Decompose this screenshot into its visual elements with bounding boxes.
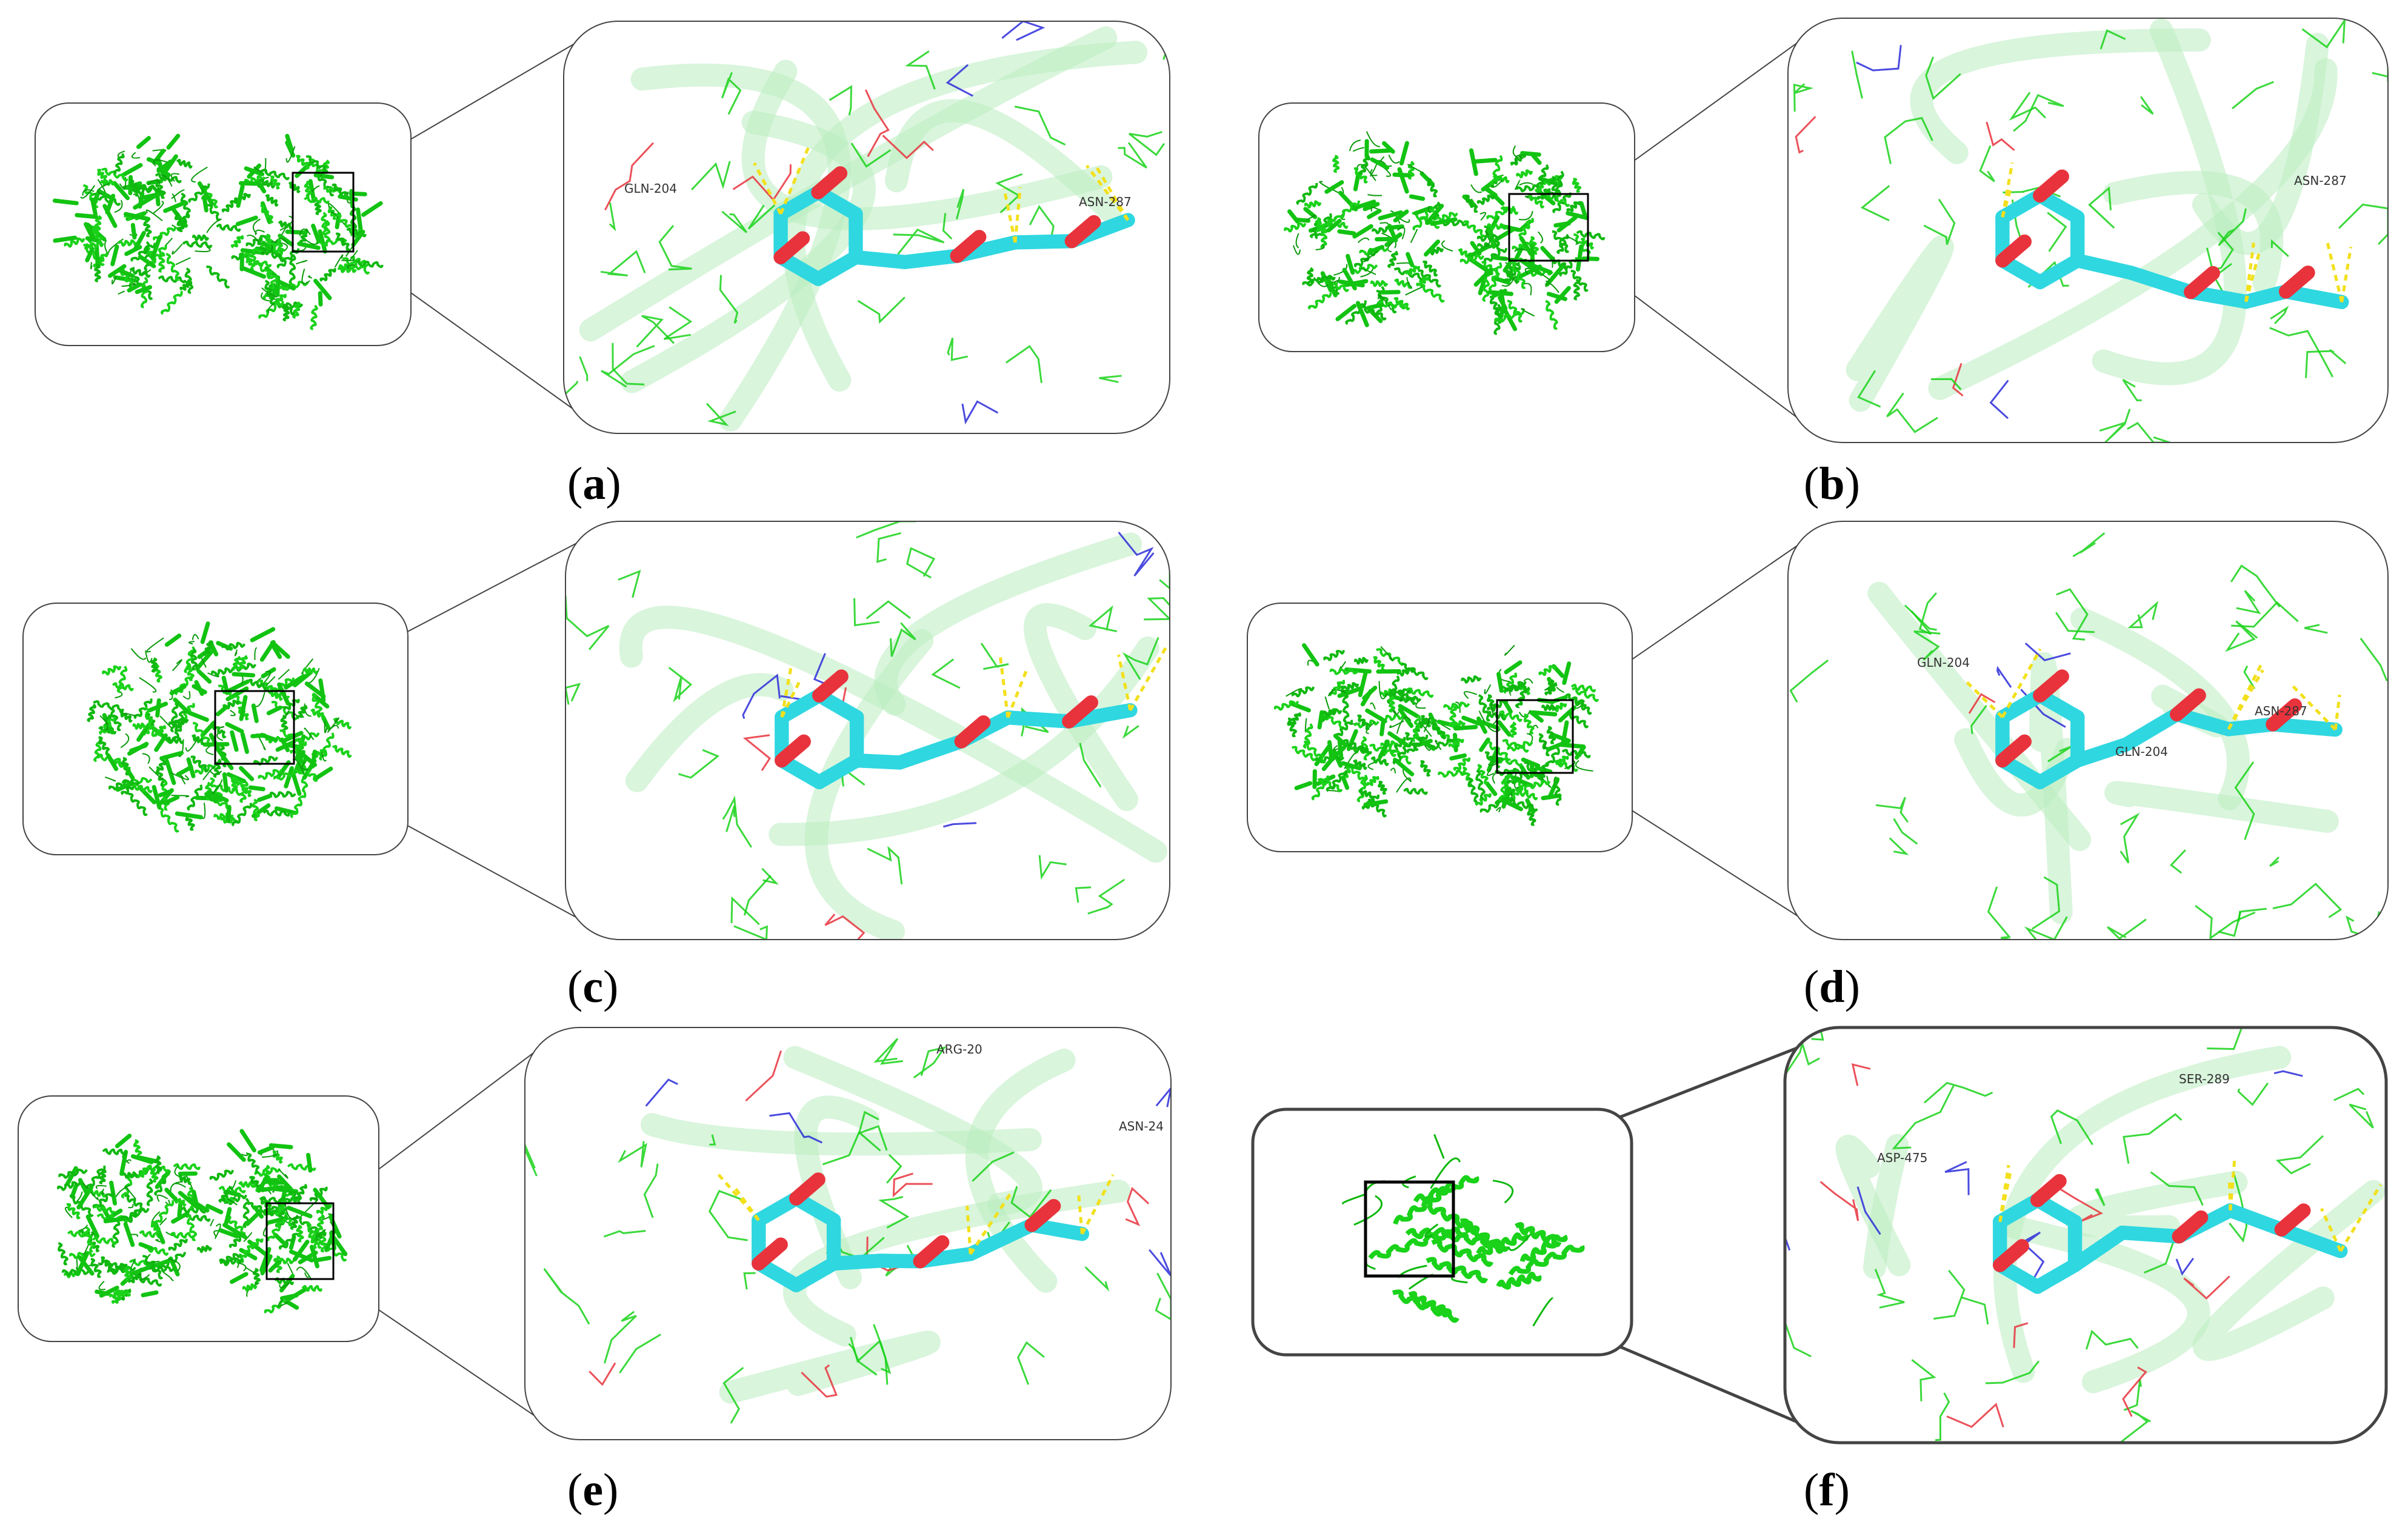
residue-label: SER-289: [2179, 1072, 2230, 1086]
caption-f: (f): [1804, 1464, 1850, 1517]
caption-c: (c): [567, 961, 618, 1014]
residue-label: ASN-287: [2255, 704, 2307, 718]
caption-d: (d): [1804, 961, 1860, 1014]
panel-c: [23, 521, 1170, 940]
caption-e: (e): [567, 1464, 618, 1517]
residue-label: ASP-475: [1877, 1151, 1927, 1165]
overview-panel: [35, 103, 411, 346]
residue-label: ASN-287: [2294, 173, 2347, 188]
overview-panel: [23, 603, 408, 855]
overview-panel: [18, 1096, 379, 1341]
zoom-panel: [565, 521, 1170, 940]
overview-panel: [1247, 603, 1632, 852]
residue-label: GLN-204: [624, 181, 677, 196]
panel-b: ASN-287: [1259, 18, 2388, 443]
overview-panel: [1259, 103, 1635, 352]
residue-label: GLN-204: [2115, 744, 2168, 759]
residue-label: GLN-204: [1917, 655, 1970, 670]
residue-label: ASN-287: [1079, 195, 1132, 209]
caption-a: (a): [567, 458, 621, 510]
residue-label: ARG-20: [936, 1042, 982, 1057]
overview-panel: [1253, 1109, 1632, 1355]
caption-b: (b): [1804, 458, 1860, 510]
residue-label: ASN-24: [1119, 1119, 1164, 1134]
zoom-panel: ASN-287: [1788, 18, 2388, 443]
